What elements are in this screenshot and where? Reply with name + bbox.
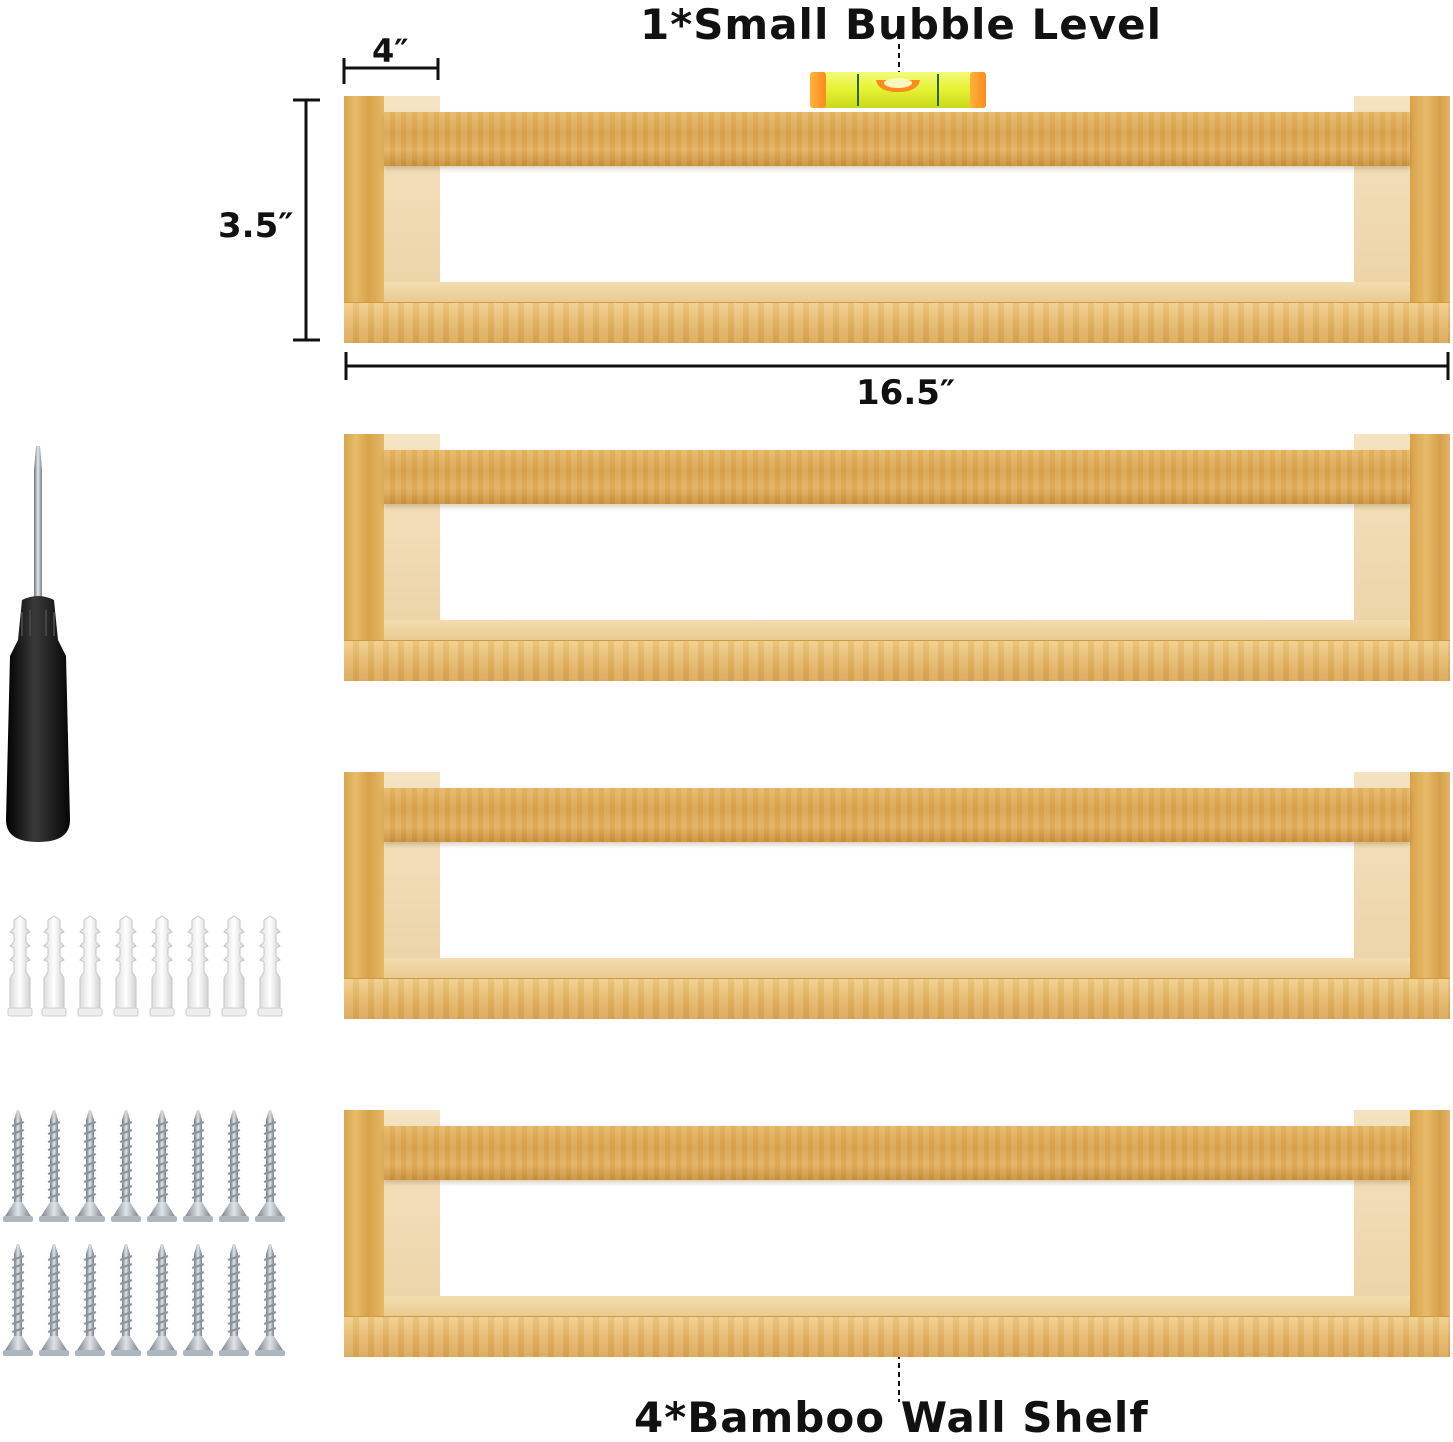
depth-label: 4″ — [372, 32, 409, 70]
bubble-level-title: 1*Small Bubble Level — [640, 0, 1163, 49]
length-label: 16.5″ — [856, 373, 956, 413]
height-label: 3.5″ — [218, 206, 294, 246]
screw-icon — [110, 1243, 142, 1357]
screw-icon — [2, 1109, 34, 1223]
screw-icon — [254, 1243, 286, 1357]
screw-icon — [182, 1109, 214, 1223]
bamboo-shelf — [344, 96, 1450, 348]
bamboo-shelf — [344, 434, 1450, 686]
screw-icon — [38, 1109, 70, 1223]
screw-icon — [218, 1243, 250, 1357]
screw-icon — [38, 1243, 70, 1357]
bamboo-shelf — [344, 1110, 1450, 1362]
bamboo-shelf — [344, 772, 1450, 1024]
bamboo-shelf-title: 4*Bamboo Wall Shelf — [634, 1393, 1149, 1442]
screw-icon — [182, 1243, 214, 1357]
screw-icon — [110, 1109, 142, 1223]
screw-icon — [74, 1109, 106, 1223]
screw-icon — [218, 1109, 250, 1223]
screw-icon — [74, 1243, 106, 1357]
screw-icon — [2, 1243, 34, 1357]
screw-icon — [146, 1109, 178, 1223]
screw-icon — [254, 1109, 286, 1223]
screw-icon — [146, 1243, 178, 1357]
